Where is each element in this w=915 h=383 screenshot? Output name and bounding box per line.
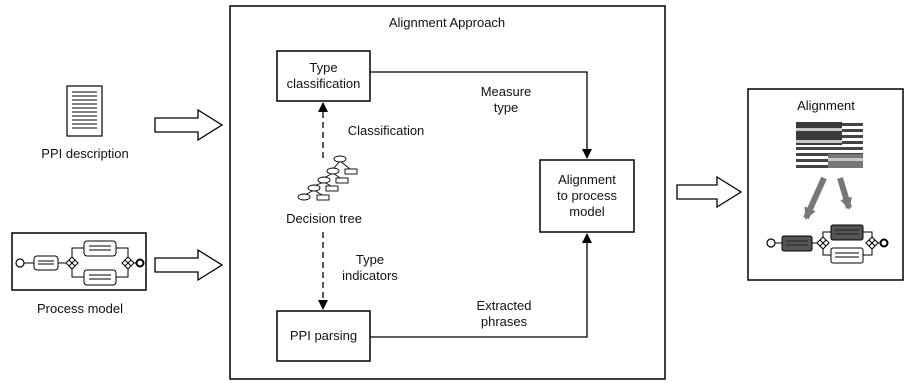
- type-classification-line-2: classification: [286, 76, 361, 91]
- alignment-arrow-left: [803, 176, 827, 220]
- document-icon: [66, 85, 103, 137]
- approach-title: Alignment Approach: [388, 15, 506, 30]
- approach-frame: [229, 5, 666, 380]
- decision-tree-label: Decision tree: [286, 211, 362, 226]
- alignment-arrow-right: [837, 177, 852, 210]
- extracted-phrases-label: Extracted phrases: [464, 298, 544, 330]
- alignment-output-title: Alignment: [797, 98, 855, 113]
- classification-label: Classification: [347, 123, 425, 138]
- output-arrow: [676, 175, 743, 209]
- aligned-text-icon: [796, 122, 863, 168]
- measure-type-line-2: type: [493, 100, 519, 115]
- ppi-parsing-box: [276, 310, 371, 362]
- input-arrow-model: [154, 248, 224, 282]
- alignment-output-frame: [747, 88, 904, 281]
- alignment-box-line-3: model: [569, 204, 605, 219]
- type-indicators-label: Type indicators: [330, 252, 410, 284]
- alignment-to-process-model-box: [539, 159, 635, 233]
- measure-type-line-1: Measure: [480, 84, 532, 99]
- alignment-box-line-1: Alignment: [558, 172, 616, 187]
- aligned-process-model-icon: [766, 224, 889, 264]
- ppi-description-label: PPI description: [41, 146, 129, 161]
- alignment-box-label: Alignment to process model: [540, 160, 634, 232]
- type-indicators-line-2: indicators: [342, 268, 398, 283]
- measure-type-label: Measure type: [466, 84, 546, 116]
- decision-tree-icon: [297, 155, 358, 201]
- alignment-box-line-2: to process: [557, 188, 617, 203]
- input-arrow-ppi: [154, 108, 224, 142]
- type-classification-box: [276, 50, 371, 102]
- extracted-phrases-line-1: Extracted: [476, 298, 532, 313]
- type-classification-label: Type classification: [277, 51, 370, 101]
- process-model-label: Process model: [37, 301, 123, 316]
- arrow-type-to-alignment: [370, 71, 592, 159]
- process-model-icon: [11, 232, 147, 291]
- type-indicators-line-1: Type: [355, 252, 385, 267]
- ppi-parsing-label: PPI parsing: [289, 328, 358, 343]
- type-classification-line-1: Type: [309, 60, 338, 75]
- arrow-parsing-to-alignment: [370, 233, 592, 338]
- extracted-phrases-line-2: phrases: [480, 314, 528, 329]
